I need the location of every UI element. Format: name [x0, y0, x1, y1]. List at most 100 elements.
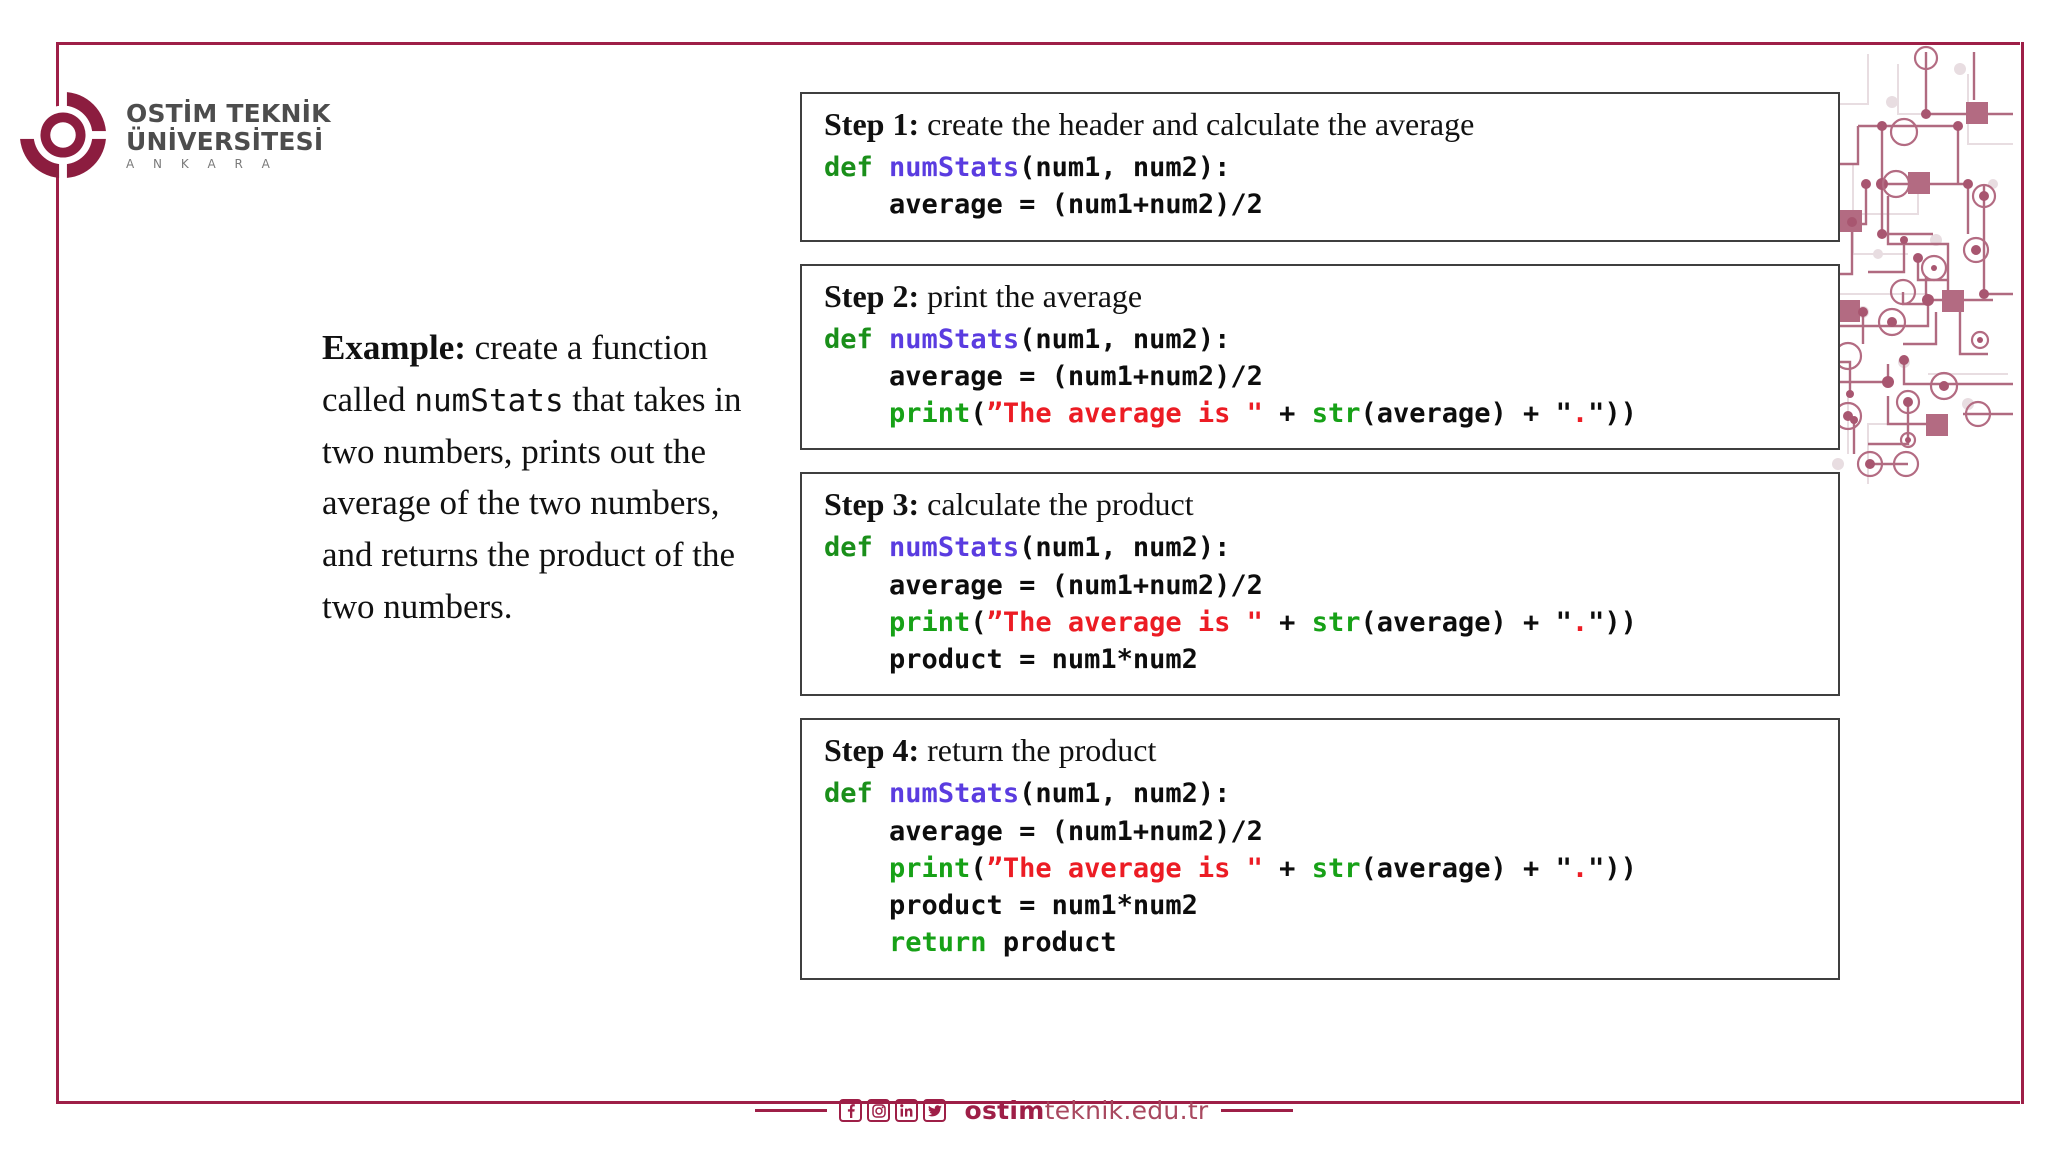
code-token: ))	[1604, 398, 1637, 429]
code-token: (	[970, 606, 987, 638]
code-token: def	[824, 323, 873, 355]
code-token	[824, 927, 889, 958]
code-token: def	[824, 532, 873, 564]
code-token: product	[986, 927, 1117, 959]
facebook-icon[interactable]	[839, 1099, 863, 1122]
code-token	[824, 398, 889, 429]
code-line: def numStats(num1, num2):	[824, 529, 1818, 566]
footer-rule-left	[755, 1109, 828, 1112]
code-token: numStats	[889, 778, 1020, 810]
linkedin-icon[interactable]	[895, 1099, 919, 1122]
step-description: print the average	[919, 277, 1143, 314]
code-token	[824, 853, 889, 884]
code-token	[873, 324, 889, 355]
logo-line-2: ÜNİVERSİTESİ	[126, 126, 324, 156]
code-token: str	[1311, 606, 1361, 638]
code-token: ))	[1604, 606, 1637, 638]
target-crosshair-icon	[14, 86, 112, 184]
step-description: return the product	[919, 732, 1157, 769]
code-token: (average) +	[1360, 852, 1556, 884]
step-title: Step 2: print the average	[824, 278, 1818, 315]
code-line: print(”The average is " + str(average) +…	[824, 850, 1818, 887]
code-token: +	[1262, 852, 1312, 884]
step-box: Step 1: create the header and calculate …	[800, 92, 1840, 242]
code-token: average = (num1+num2)/2	[824, 360, 1263, 392]
code-line: average = (num1+num2)/2	[824, 186, 1818, 223]
circuit-decoration	[1808, 44, 2024, 504]
code-token	[873, 152, 889, 183]
code-token	[824, 607, 889, 638]
code-token: ”The average is "	[986, 398, 1263, 429]
footer-site-bold: ostim	[964, 1096, 1045, 1125]
code-line: average = (num1+num2)/2	[824, 358, 1818, 395]
code-token: str	[1311, 398, 1361, 429]
steps-container: Step 1: create the header and calculate …	[800, 92, 1840, 1002]
code-token: (num1, num2):	[1019, 778, 1231, 810]
university-logo: OSTİM TEKNİK ÜNİVERSİTESİ A N K A R A	[14, 86, 331, 184]
code-token: def	[824, 152, 873, 183]
code-token: ))	[1604, 852, 1637, 884]
code-token: (num1, num2):	[1019, 532, 1231, 564]
step-label: Step 2:	[824, 277, 920, 314]
twitter-icon[interactable]	[923, 1099, 947, 1122]
logo-line-1: OSTİM TEKNİK	[126, 98, 331, 128]
code-block: def numStats(num1, num2): average = (num…	[824, 149, 1818, 224]
code-token: def	[824, 778, 873, 810]
code-token: "	[1555, 852, 1572, 884]
code-token: (num1, num2):	[1019, 323, 1231, 355]
code-token: "	[1555, 398, 1572, 429]
code-token: (average) +	[1360, 606, 1556, 638]
step-title: Step 3: calculate the product	[824, 486, 1818, 523]
code-token: print	[889, 852, 971, 884]
footer-rule-right	[1220, 1109, 1293, 1112]
code-token: +	[1262, 398, 1312, 429]
code-token: average = (num1+num2)/2	[824, 189, 1263, 221]
code-block: def numStats(num1, num2): average = (num…	[824, 775, 1818, 961]
code-token: print	[889, 606, 971, 638]
code-token: (average) +	[1360, 398, 1556, 429]
code-token: +	[1262, 606, 1312, 638]
code-token: .	[1571, 398, 1589, 429]
instagram-icon[interactable]	[867, 1099, 891, 1122]
code-token: numStats	[889, 532, 1020, 564]
code-token: return	[889, 927, 987, 959]
step-label: Step 4:	[824, 732, 920, 769]
code-token: ”The average is "	[986, 852, 1263, 884]
code-token: numStats	[889, 152, 1020, 183]
step-title: Step 4: return the product	[824, 732, 1818, 769]
code-line: average = (num1+num2)/2	[824, 813, 1818, 850]
code-token: average = (num1+num2)/2	[824, 815, 1263, 847]
code-line: average = (num1+num2)/2	[824, 567, 1818, 604]
code-token: .	[1571, 606, 1589, 638]
code-token: (	[970, 852, 987, 884]
code-line: return product	[824, 924, 1818, 961]
example-label: Example:	[322, 328, 466, 367]
step-label: Step 3:	[824, 486, 920, 523]
code-token: average = (num1+num2)/2	[824, 569, 1263, 601]
code-block: def numStats(num1, num2): average = (num…	[824, 529, 1818, 678]
code-token: ”The average is "	[986, 606, 1263, 638]
example-paragraph: Example: create a function called numSta…	[322, 322, 762, 633]
code-token: "	[1588, 398, 1605, 429]
code-token: .	[1571, 852, 1589, 884]
code-token: product = num1*num2	[824, 890, 1198, 921]
step-label: Step 1:	[824, 106, 920, 142]
slide-frame-right-edge	[2021, 42, 2024, 1104]
code-line: print(”The average is " + str(average) +…	[824, 604, 1818, 641]
step-box: Step 2: print the average def numStats(n…	[800, 263, 1840, 451]
code-line: def numStats(num1, num2):	[824, 321, 1818, 358]
footer: ostimteknik.edu.tr	[0, 1096, 2048, 1125]
code-token: (	[970, 398, 987, 429]
step-title: Step 1: create the header and calculate …	[824, 106, 1818, 143]
example-function-name: numStats	[414, 382, 564, 419]
step-box: Step 3: calculate the product def numSta…	[800, 472, 1840, 697]
footer-website[interactable]: ostimteknik.edu.tr	[964, 1096, 1208, 1125]
example-text-part-1: create a function called	[322, 328, 708, 419]
code-token: (num1, num2):	[1019, 152, 1231, 183]
logo-line-3: A N K A R A	[126, 156, 278, 171]
code-token: numStats	[889, 323, 1020, 355]
code-token: product = num1*num2	[824, 644, 1198, 675]
step-description: create the header and calculate the aver…	[919, 106, 1475, 142]
code-line: def numStats(num1, num2):	[824, 775, 1818, 812]
